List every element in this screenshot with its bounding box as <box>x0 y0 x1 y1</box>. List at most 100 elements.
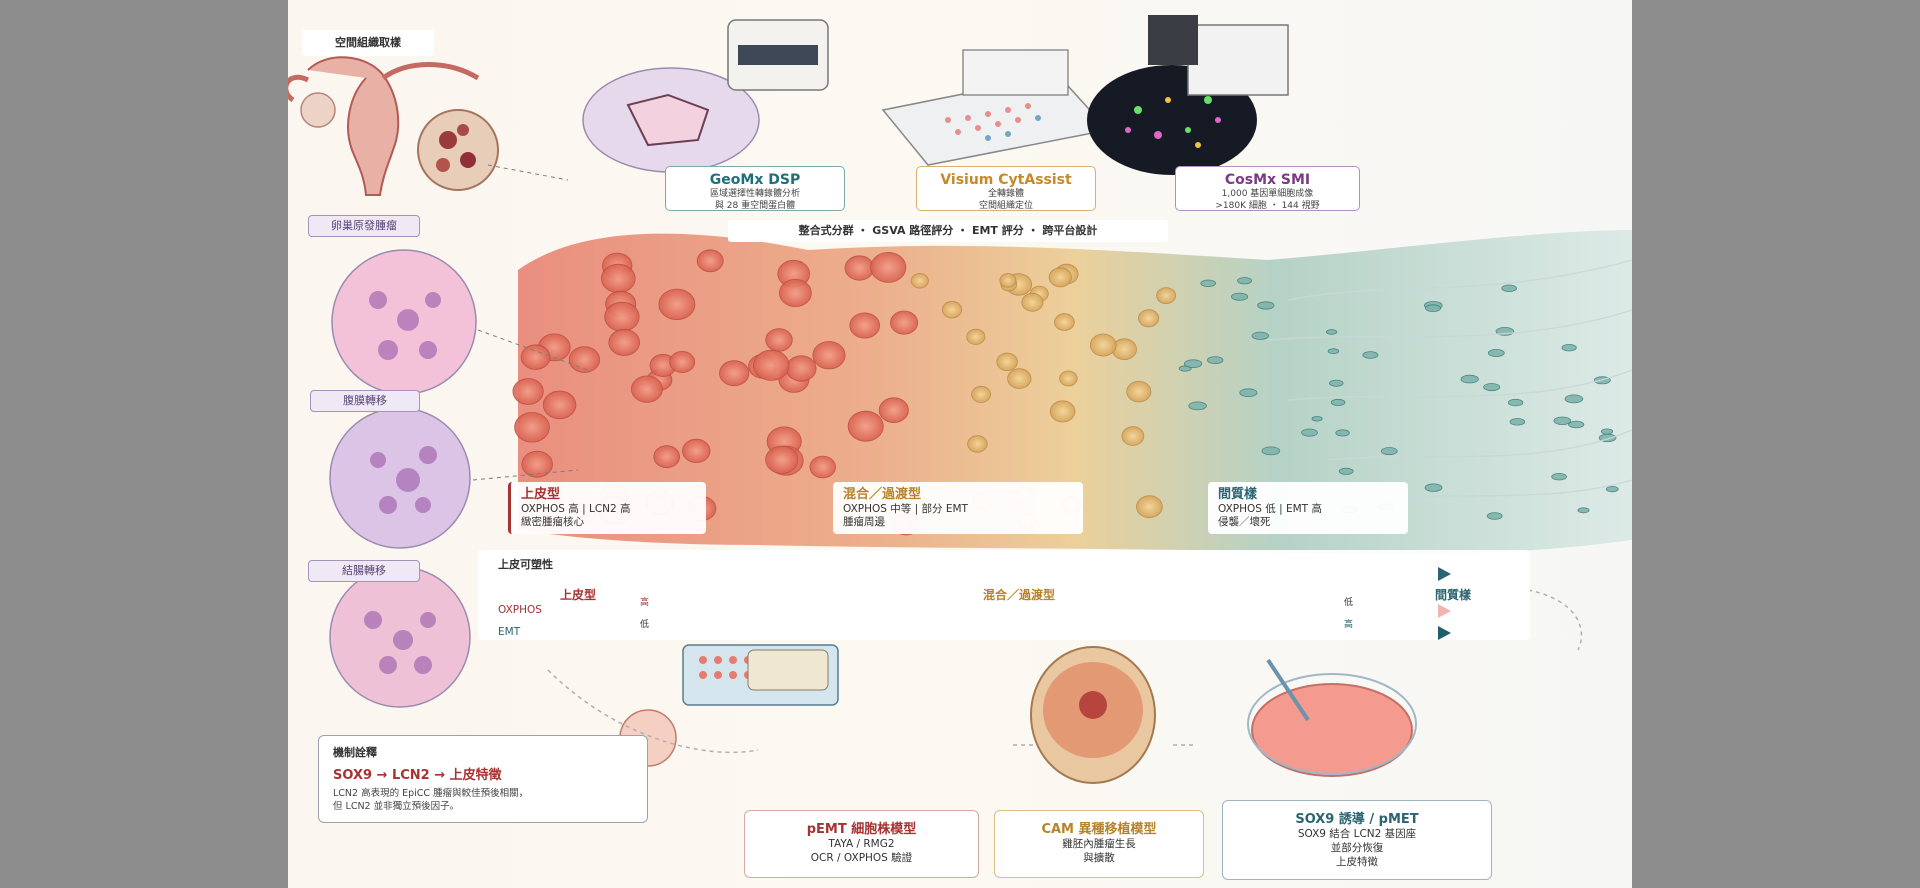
model-pemt-title: pEMT 細胞株模型 <box>806 822 917 837</box>
tissue-cell <box>1568 420 1585 429</box>
tissue-cell <box>1460 374 1479 384</box>
plasticity-axes <box>586 567 1451 640</box>
tissue-cell <box>1507 398 1524 407</box>
tissue-cell <box>812 341 846 370</box>
tissue-cell <box>1424 483 1443 492</box>
cam-egg <box>1030 646 1156 784</box>
platform-geomx-line1: 區域選擇性轉錄體分析 <box>709 189 800 199</box>
mechanism-box: 機制詮釋 SOX9 → LCN2 → 上皮特徵 LCN2 高表現的 EpiCC … <box>318 735 648 823</box>
tissue-cell <box>1501 284 1517 292</box>
tissue-cell <box>967 435 988 453</box>
tissue-cell <box>520 344 551 370</box>
stage-hybrid: 混合／過渡型 OXPHOS 中等 | 部分 EMT 腫瘤周邊 <box>833 482 1083 534</box>
tissue-cell <box>1330 398 1346 406</box>
stage-epithelial: 上皮型 OXPHOS 高 | LCN2 高 緻密腫瘤核心 <box>508 482 706 534</box>
platform-visium-name: Visium CytAssist <box>940 172 1072 188</box>
tissue-cell <box>1605 485 1619 493</box>
tissue-cell <box>765 328 793 352</box>
tissue-cell <box>1188 401 1207 411</box>
tissue-cell <box>1509 418 1526 426</box>
axis-left-label: 上皮型 <box>560 588 597 602</box>
tissue-cell <box>1329 379 1344 387</box>
tissue-cell <box>1231 292 1249 301</box>
model-pemt-line1: TAYA / RMG2 <box>828 838 895 850</box>
tissue-cell <box>910 273 929 289</box>
tissue-cell <box>1577 507 1590 514</box>
stage-epithelial-title: 上皮型 <box>521 487 561 502</box>
platform-geomx-line2: 與 28 重空間蛋白體 <box>714 201 796 211</box>
stage-hybrid-line1: OXPHOS 中等 | 部分 EMT <box>843 503 968 515</box>
plasticity-axis-arrowhead <box>1438 567 1451 581</box>
model-sox9-line3: 上皮特徵 <box>1336 856 1378 868</box>
oxphos-axis-arrowhead <box>1438 604 1451 618</box>
tissue-illustration <box>288 15 1632 784</box>
tissue-cell <box>1564 394 1584 404</box>
mechanism-line1: LCN2 高表現的 EpiCC 腫瘤與較佳預後相關， <box>333 788 529 799</box>
tissue-cell <box>1362 351 1379 359</box>
tissue-cell <box>1338 467 1354 475</box>
stage-mesenchymal-line1: OXPHOS 低 | EMT 高 <box>1218 503 1322 515</box>
tag-colorectal: 結腸轉移 <box>308 560 420 582</box>
tissue-cell <box>1126 380 1152 403</box>
tissue-cell <box>1007 368 1032 389</box>
mechanism-pathway: SOX9 → LCN2 → 上皮特徵 <box>333 768 502 783</box>
tissue-cell <box>669 350 696 373</box>
tissue-cell <box>1261 446 1281 456</box>
tissue-cell <box>1483 383 1501 392</box>
platform-visium-line1: 全轉錄體 <box>987 189 1024 199</box>
tissue-cell <box>658 288 696 321</box>
tissue-cell <box>1207 356 1224 365</box>
mechanism-heading: 機制詮釋 <box>333 746 377 759</box>
stage-hybrid-line2: 腫瘤周邊 <box>843 516 885 528</box>
tissue-cell <box>778 278 812 307</box>
tissue-cell <box>682 438 711 463</box>
tissue-cell <box>630 375 663 403</box>
tissue-cell <box>966 328 986 345</box>
stage-hybrid-title: 混合／過渡型 <box>843 487 922 502</box>
model-sox9-line1: SOX9 結合 LCN2 基因座 <box>1297 828 1417 840</box>
model-cam: CAM 異種移植模型 雞胚內腫瘤生長 與擴散 <box>994 810 1204 878</box>
tissue-cell <box>514 412 550 443</box>
tissue-cell <box>1237 277 1252 285</box>
tissue-cell <box>542 390 577 420</box>
tissue-cell <box>1551 473 1567 481</box>
tissue-cell <box>1553 416 1572 425</box>
tissue-cell <box>1048 267 1072 288</box>
tag-peritoneal: 腹膜轉移 <box>310 390 420 412</box>
cosmx-instrument <box>1087 15 1289 175</box>
model-pemt-line2: OCR / OXPHOS 驗證 <box>810 852 913 864</box>
tissue-cell <box>996 352 1018 372</box>
tissue-cell <box>1487 348 1505 357</box>
tissue-cell <box>512 378 544 405</box>
tissue-cell <box>878 397 909 424</box>
oxphos-label: OXPHOS <box>498 604 542 616</box>
axis-heading: 上皮可塑性 <box>498 558 553 571</box>
platform-geomx: GeoMx DSP 區域選擇性轉錄體分析 與 28 重空間蛋白體 <box>665 166 845 211</box>
tissue-cell <box>890 310 919 335</box>
platform-cosmx-line2: >180K 細胞 ・ 144 視野 <box>1215 201 1320 211</box>
tissue-cell <box>719 360 750 387</box>
model-pemt: pEMT 細胞株模型 TAYA / RMG2 OCR / OXPHOS 驗證 <box>744 810 979 878</box>
model-sox9-title: SOX9 誘導 / pMET <box>1295 812 1419 827</box>
tissue-cell <box>765 445 799 474</box>
sampling-header: 空間組織取樣 <box>302 30 434 56</box>
oxphos-right-value: 低 <box>1344 598 1354 608</box>
emt-axis-arrowhead <box>1438 626 1451 640</box>
tissue-cell <box>1425 304 1442 313</box>
infographic-canvas: 空間組織取樣 卵巢原發腫瘤 腹膜轉移 結腸轉移 GeoMx DSP 區域選擇性轉… <box>288 0 1632 888</box>
platform-visium-line2: 空間組織定位 <box>978 201 1033 211</box>
platform-cosmx-line1: 1,000 基因單細胞成像 <box>1221 189 1314 199</box>
tissue-cell <box>1239 388 1258 398</box>
oxphos-left-value: 高 <box>640 598 650 608</box>
platform-visium: Visium CytAssist 全轉錄體 空間組織定位 <box>916 166 1096 211</box>
model-cam-line2: 與擴散 <box>1083 852 1115 864</box>
tissue-cell <box>1326 329 1338 335</box>
cell-line-plate <box>619 644 839 767</box>
platform-cosmx: CosMx SMI 1,000 基因單細胞成像 >180K 細胞 ・ 144 視… <box>1175 166 1360 211</box>
tissue-cell <box>1335 429 1350 437</box>
model-cam-line1: 雞胚內腫瘤生長 <box>1062 838 1136 850</box>
tissue-cell <box>847 410 884 442</box>
tissue-cell <box>809 455 836 479</box>
petri-dish <box>1247 658 1417 777</box>
tissue-cell <box>1200 279 1216 287</box>
